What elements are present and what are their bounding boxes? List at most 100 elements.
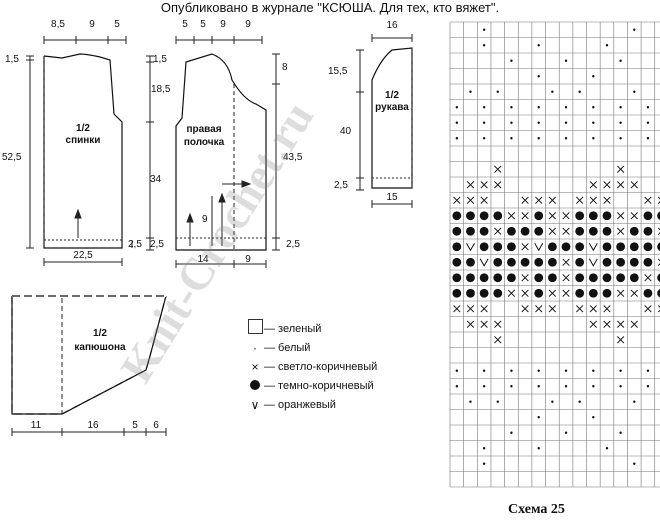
chart-cell-white <box>482 369 486 372</box>
chart-cell-dark-brown <box>588 226 598 236</box>
chart-caption: Схема 25 <box>508 502 565 517</box>
chart-cell-light-brown <box>644 274 652 282</box>
legend-label: — темно-коричневый <box>264 380 374 392</box>
chart-cell-light-brown <box>507 212 516 220</box>
front-label-line2: полочка <box>184 137 225 148</box>
chart-cell-dark-brown <box>629 226 639 236</box>
chart-cell-white <box>592 416 595 419</box>
chart-cell-white <box>592 75 595 78</box>
chart-cell-light-brown <box>616 165 625 173</box>
chart-cell-light-brown <box>603 196 611 204</box>
chart-cell-dark-brown <box>507 257 516 267</box>
chart-cell-white <box>605 447 609 450</box>
chart-cell-white <box>537 44 540 47</box>
chart-cell-light-brown <box>657 258 660 266</box>
chart-cell-white <box>619 137 622 140</box>
chart-cell-light-brown <box>616 227 625 235</box>
chart-cell-light-brown <box>603 181 611 189</box>
back-dim-top-right: 5 <box>114 19 120 30</box>
chart-cell-dark-brown <box>507 226 516 236</box>
hood-label-fraction: 1/2 <box>93 328 107 339</box>
chart-cell-dark-brown <box>452 288 462 298</box>
chart-cell-white <box>633 462 636 465</box>
big-dot-icon <box>250 380 260 390</box>
hood-dim-1: 11 <box>31 420 42 431</box>
front-piece <box>146 36 280 268</box>
chart-cell-light-brown <box>616 181 625 189</box>
chart-cell-light-brown <box>589 305 597 313</box>
chart-cell-white <box>619 369 622 372</box>
chart-cell-white <box>564 121 568 124</box>
chart-cell-dark-brown <box>561 242 571 252</box>
chart-cell-light-brown <box>562 227 570 235</box>
back-dim-top-left: 8,5 <box>51 19 65 30</box>
back-dim-hem: 2,5 <box>128 239 142 250</box>
chart-cell-light-brown <box>494 336 502 344</box>
chart-cell-light-brown <box>616 336 625 344</box>
chart-cell-light-brown <box>480 181 488 189</box>
chart-cell-white <box>646 137 650 140</box>
chart-cell-dark-brown <box>588 288 598 298</box>
chart-cell-dark-brown <box>466 211 475 221</box>
legend-item-orange: ∨— оранжевый <box>246 396 377 415</box>
chart-cell-white <box>646 369 650 372</box>
sleeve-piece <box>356 34 413 208</box>
chart-cell-dark-brown <box>452 257 462 267</box>
legend-item-green: — зеленый <box>246 319 377 339</box>
chart-cell-white <box>496 90 499 93</box>
chart-cell-dark-brown <box>452 273 462 283</box>
chart-cell-dark-brown <box>534 288 544 298</box>
chart-cell-light-brown <box>630 289 638 297</box>
chart-cell-white <box>592 137 595 140</box>
chart-cell-light-brown <box>494 320 502 328</box>
sleeve-label-name: рукава <box>375 102 409 113</box>
front-dim-shoulder: 1,5 <box>153 54 167 65</box>
sleeve-dim-top: 16 <box>386 20 398 31</box>
chart-cell-dark-brown <box>575 211 585 221</box>
front-dim-hem-left: 2,5 <box>150 239 164 250</box>
chart-cell-dark-brown <box>602 226 612 236</box>
chart-cell-white <box>564 385 568 388</box>
chart-cell-light-brown <box>603 305 611 313</box>
chart-cell-dark-brown <box>602 211 612 221</box>
chart-cell-dark-brown <box>547 273 557 283</box>
front-dim-armhole: 18,5 <box>151 84 171 95</box>
chart-cell-white <box>496 400 499 403</box>
chart-cell-dark-brown <box>575 273 585 283</box>
x-mark-icon: × <box>251 360 259 374</box>
chart-cell-dark-brown <box>602 273 612 283</box>
chart-cell-white <box>469 400 472 403</box>
hood-label-name: капюшона <box>74 342 126 353</box>
chart-cell-white <box>537 369 540 372</box>
front-dim-top-mid1: 5 <box>200 19 206 30</box>
colorwork-chart <box>449 21 660 488</box>
legend-item-light-brown: ×— светло-коричневый <box>246 358 377 377</box>
chart-cell-white <box>482 28 486 31</box>
chart-cell-white <box>510 385 513 388</box>
hood-piece <box>11 295 167 436</box>
chart-cell-dark-brown <box>507 242 516 252</box>
chart-cell-dark-brown <box>466 226 475 236</box>
chart-cell-light-brown <box>644 196 652 204</box>
chart-cell-white <box>510 59 513 62</box>
chart-cell-light-brown <box>466 196 475 204</box>
chart-cell-dark-brown <box>493 273 503 283</box>
chart-cell-light-brown <box>521 212 529 220</box>
chart-cell-light-brown <box>507 289 516 297</box>
chart-cell-light-brown <box>480 305 488 313</box>
front-dim-bottom-left: 14 <box>197 254 209 265</box>
chart-cell-light-brown <box>548 227 557 235</box>
chart-cell-white <box>564 369 568 372</box>
legend-item-white: ·— белый <box>246 339 377 358</box>
chart-cell-orange <box>534 243 544 252</box>
chart-cell-light-brown <box>562 212 570 220</box>
chart-cell-orange <box>479 258 489 267</box>
chart-cell-light-brown <box>480 320 488 328</box>
chart-cell-white <box>592 385 595 388</box>
legend: — зеленый ·— белый ×— светло-коричневый … <box>246 319 377 415</box>
chart-cell-dark-brown <box>547 257 557 267</box>
front-dim-top-mid2: 9 <box>220 19 226 30</box>
back-label-name: спинки <box>66 135 101 146</box>
back-dim-shoulder: 1,5 <box>5 54 19 65</box>
chart-cell-light-brown <box>535 196 543 204</box>
